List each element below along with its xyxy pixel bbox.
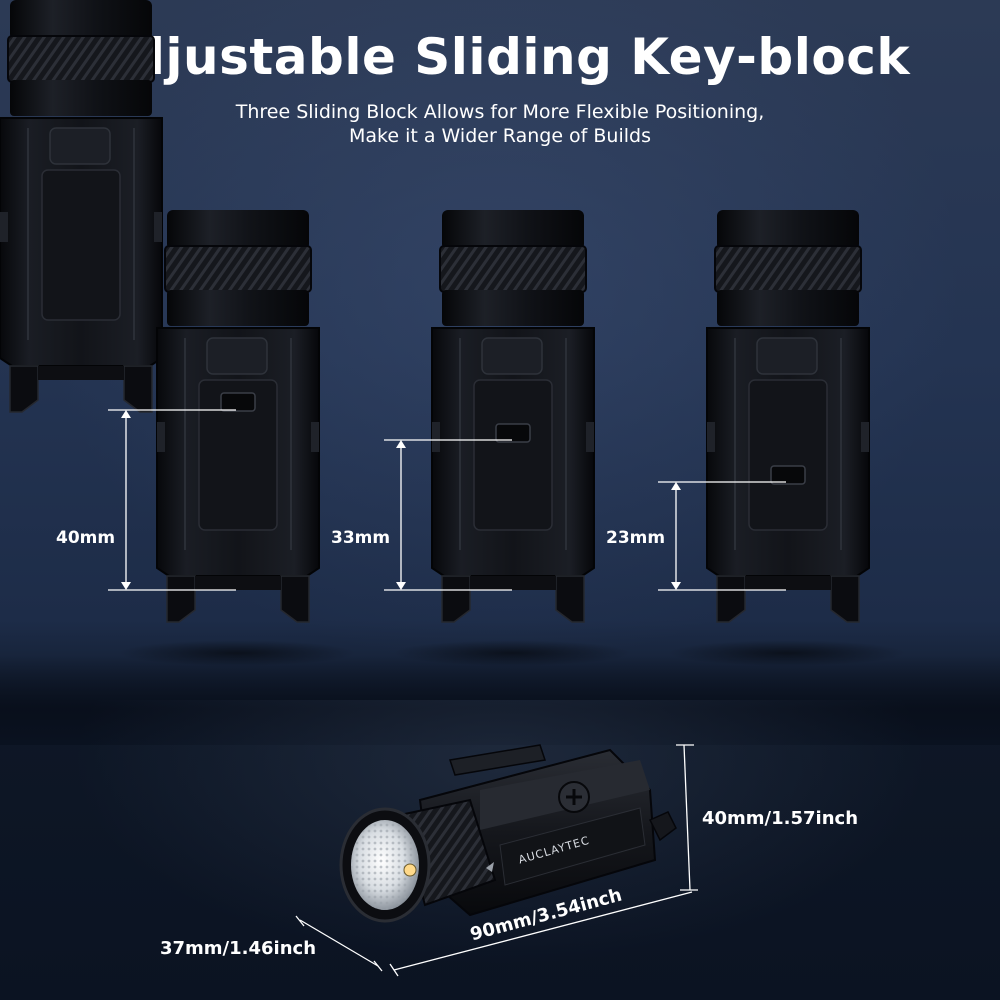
- measure-label-2: 33mm: [331, 528, 391, 548]
- key-block: [770, 465, 806, 485]
- subtitle-line-1: Three Sliding Block Allows for More Flex…: [235, 101, 765, 123]
- floor-shadow: [392, 640, 632, 666]
- key-block: [220, 392, 256, 412]
- floor-shadow: [117, 640, 357, 666]
- height-label: 40mm/1.57inch: [702, 808, 859, 829]
- flashlight-top-view: [0, 0, 163, 413]
- flashlight-product-view: [339, 744, 677, 923]
- section-divider: [0, 655, 1000, 745]
- subtitle-line-2: Make it a Wider Range of Builds: [349, 125, 651, 147]
- width-label: 37mm/1.46inch: [160, 938, 317, 959]
- measure-label-1: 40mm: [56, 528, 116, 548]
- measure-label-3: 23mm: [606, 528, 666, 548]
- key-block: [495, 423, 531, 443]
- flashlight-variant-2: [431, 209, 595, 623]
- floor-shadow: [667, 640, 907, 666]
- measure-lines: [108, 409, 786, 591]
- page-title: Adjustable Sliding Key-block: [89, 28, 911, 86]
- flashlight-variant-3: [706, 209, 870, 623]
- flashlight-variant-1: [156, 209, 320, 623]
- product-dimension-lines: [295, 744, 698, 977]
